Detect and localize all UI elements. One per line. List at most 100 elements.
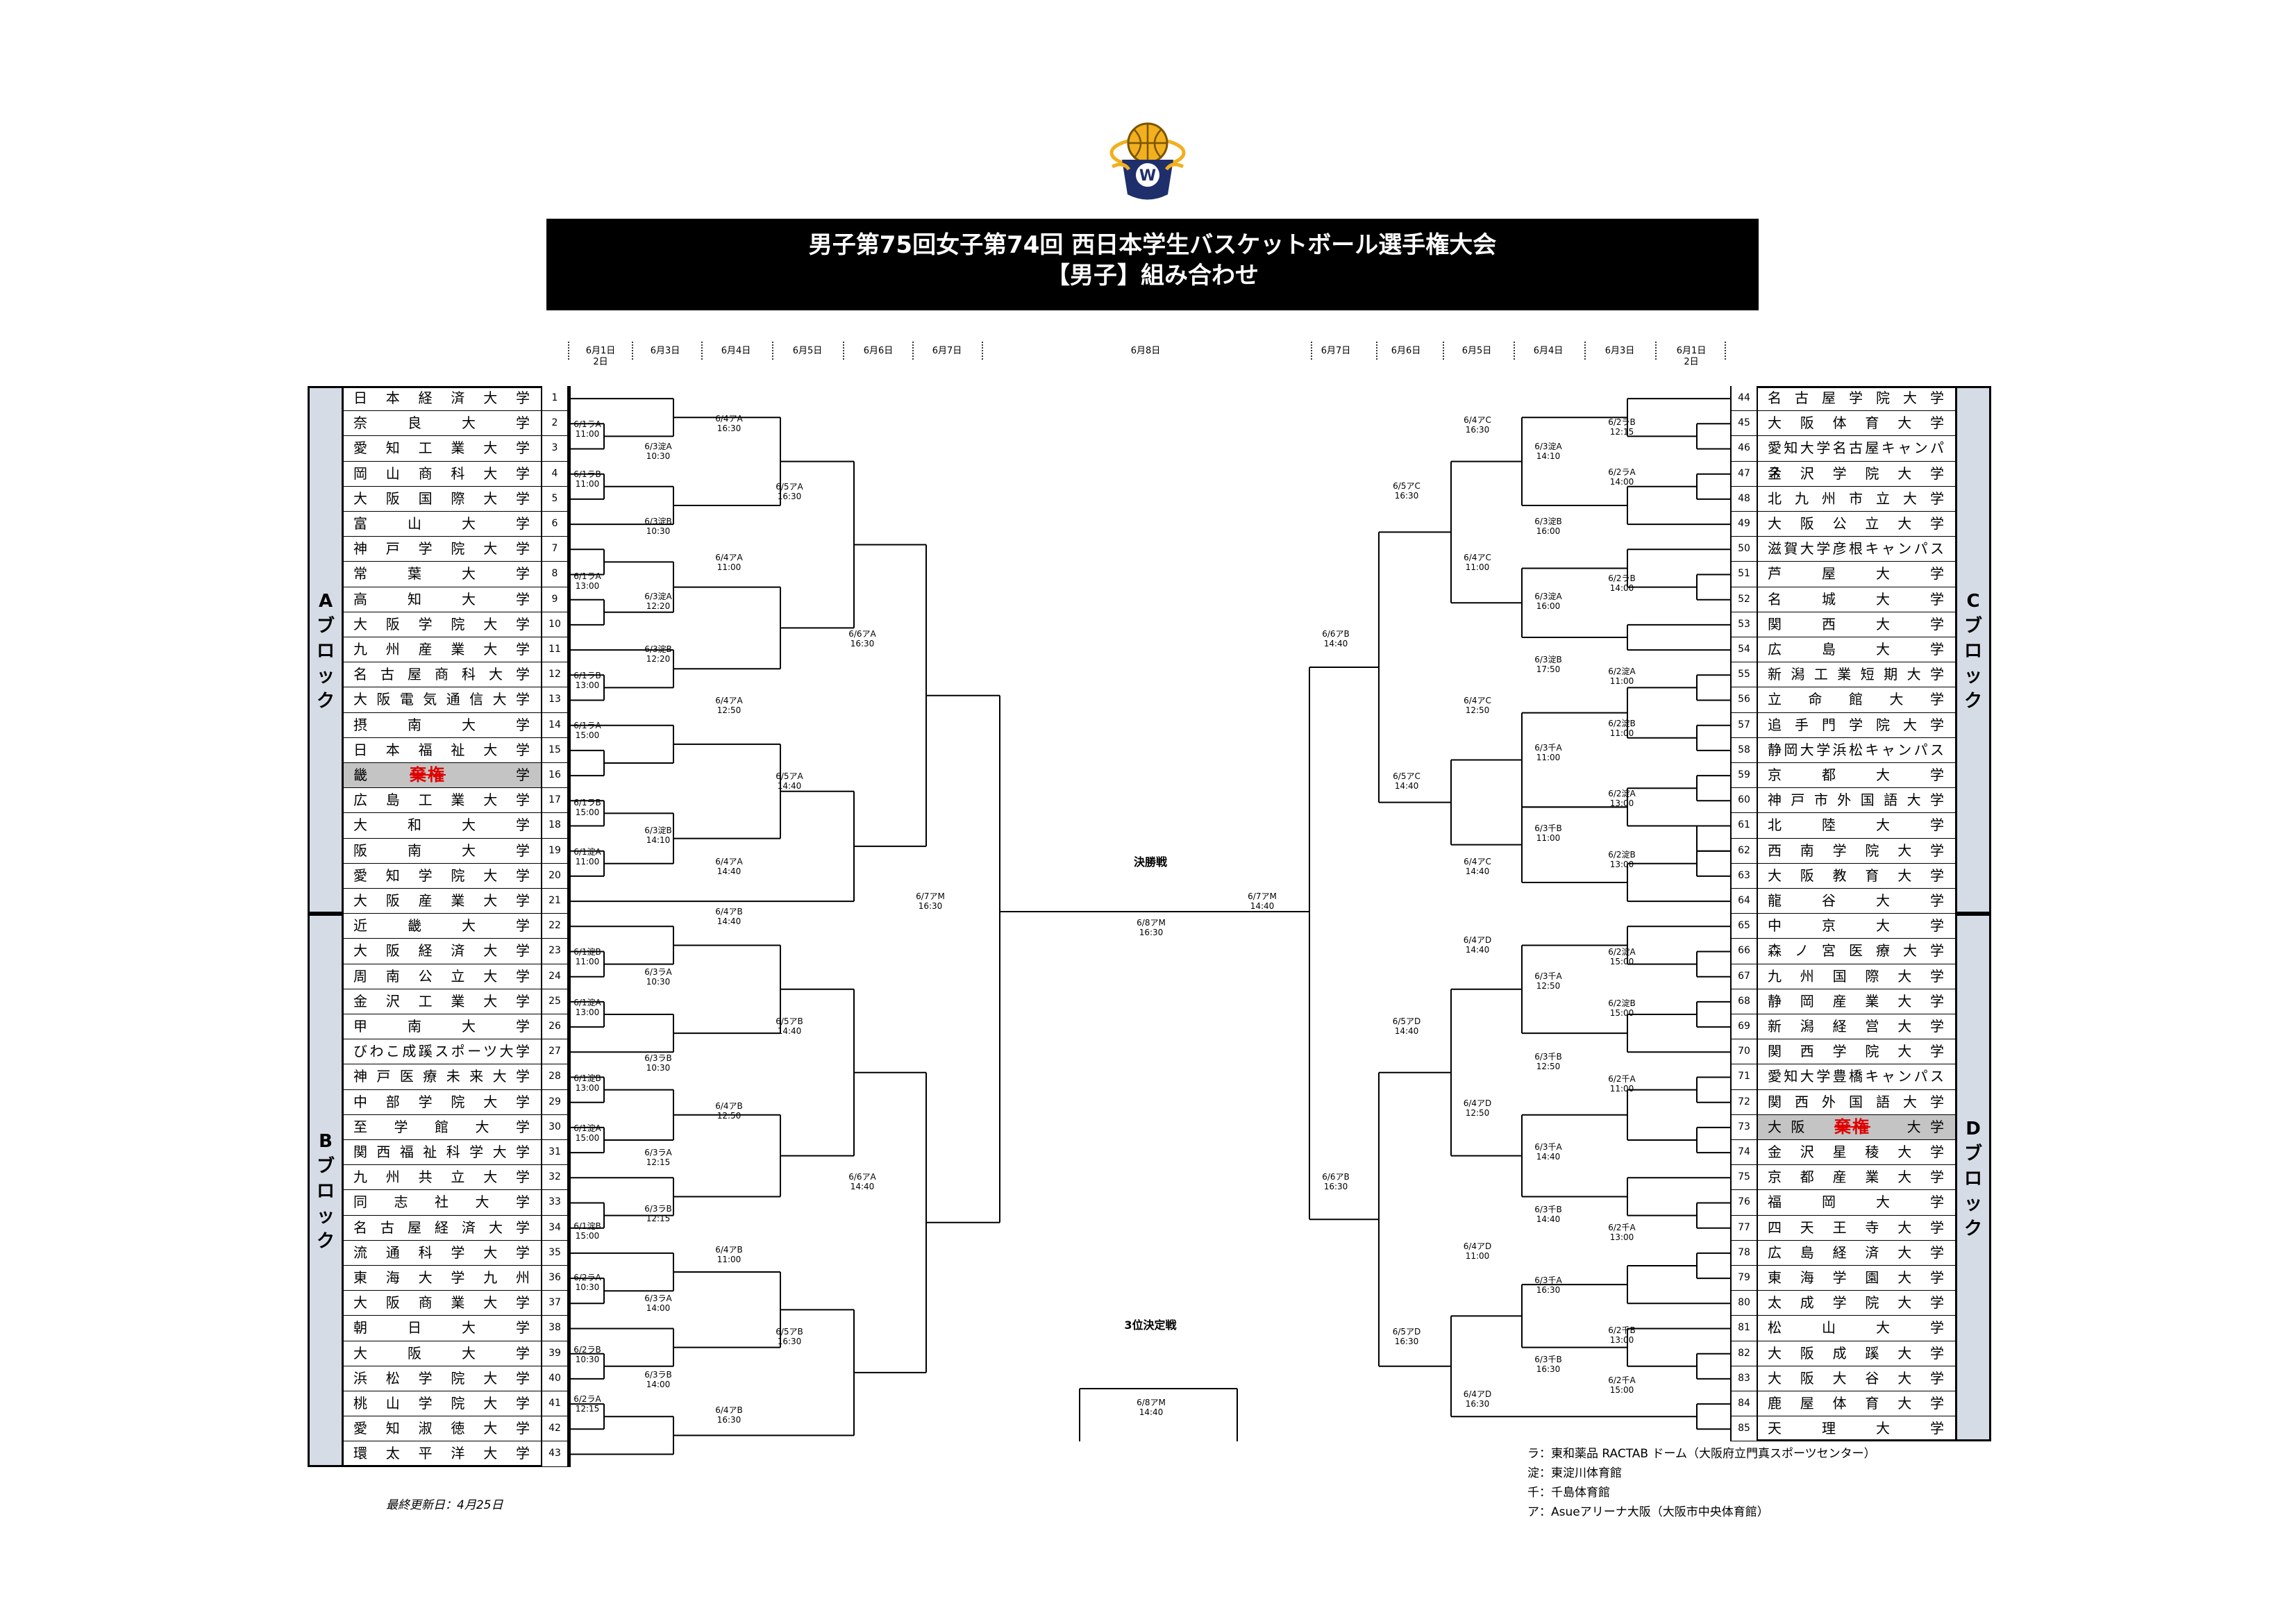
- withdrawal-mark: 棄権: [410, 765, 446, 785]
- team-row: 金沢工業大学: [344, 989, 541, 1014]
- match-label-left: 6/5アB 16:30: [776, 1327, 803, 1346]
- team-name: 金沢学院大学: [1768, 464, 1945, 482]
- date-divider: [568, 342, 569, 360]
- team-row: 富山大学: [344, 512, 541, 537]
- match-label-left: 6/4アA 12:50: [715, 696, 743, 715]
- team-name: 大阪教育大学: [1768, 867, 1945, 884]
- team-name: 大阪公立大学: [1768, 515, 1945, 532]
- team-row: 摂南大学: [344, 713, 541, 738]
- seed-number: 53: [1730, 612, 1758, 637]
- seed-number: 2: [541, 411, 569, 437]
- team-row: 金沢学院大学: [1758, 462, 1955, 487]
- team-name: 愛知工業大学: [353, 440, 531, 457]
- match-label-right: 6/3千A 12:50: [1534, 971, 1562, 991]
- match-label-left: 6/1ラA 15:00: [573, 721, 601, 740]
- block-d-char: ブ: [1963, 1144, 1982, 1165]
- match-label-left: 6/3淀B 14:10: [644, 826, 672, 845]
- team-row: 愛知工業大学: [344, 436, 541, 462]
- seed-number: 50: [1730, 537, 1758, 562]
- match-label-right: 6/3淀A 16:00: [1534, 592, 1562, 611]
- match-label-left: 6/1ラB 11:00: [573, 469, 601, 489]
- block-a-char: ブ: [316, 616, 335, 637]
- date-divider: [632, 342, 633, 360]
- team-name: 九州共立大学: [353, 1169, 531, 1186]
- seed-number: 15: [541, 737, 569, 763]
- team-name: 浜松学院大学: [353, 1369, 531, 1387]
- seed-number: 31: [541, 1140, 569, 1166]
- match-label-left: 6/3淀B 12:20: [644, 644, 672, 664]
- date-right-5: 6月1日 2日: [1676, 346, 1707, 367]
- seed-number: 9: [541, 587, 569, 612]
- seed-number: 27: [541, 1039, 569, 1065]
- match-label-left: 6/1淀B 11:00: [573, 947, 601, 966]
- team-row: 北陸大学: [1758, 813, 1955, 839]
- seed-number: 16: [541, 763, 569, 789]
- team-name: 富山大学: [353, 515, 531, 532]
- match-label-left: 6/5アA 14:40: [776, 771, 803, 791]
- seed-number: 42: [541, 1416, 569, 1442]
- seed-number: 54: [1730, 637, 1758, 663]
- team-row: 関西大学: [1758, 612, 1955, 637]
- date-left-1: 6月3日: [650, 346, 680, 356]
- block-c-char: ブ: [1963, 616, 1982, 637]
- team-row: 愛知大学豊橋キャンパス: [1758, 1064, 1955, 1090]
- team-name: 桃山学院大学: [353, 1395, 531, 1412]
- match-label-left: 6/6アA 16:30: [848, 629, 876, 648]
- block-d-char: ク: [1963, 1219, 1982, 1240]
- match-label-right: 6/2ラB 14:00: [1608, 574, 1636, 593]
- team-name: 追手門学院大学: [1768, 716, 1945, 733]
- team-row: 畿 学棄権: [344, 763, 541, 789]
- legend-venue-chishima: 千：千島体育館: [1527, 1486, 1610, 1500]
- legend-venue-ra: ラ：東和薬品 RACTAB ドーム（大阪府立門真スポーツセンター）: [1527, 1447, 1876, 1461]
- team-row: 大阪経済大学: [344, 939, 541, 964]
- team-name: 東海大学九州: [353, 1269, 531, 1286]
- team-name: 愛知大学名古屋キャンパス: [1768, 440, 1945, 481]
- match-label-left: 6/2ラB 10:30: [573, 1345, 601, 1364]
- match-label-right: 6/6アB 16:30: [1322, 1172, 1350, 1191]
- seed-number: 63: [1730, 863, 1758, 889]
- team-row: 浜松学院大学: [344, 1366, 541, 1391]
- block-b-char: ロ: [316, 1181, 335, 1203]
- team-name: 同志社大学: [353, 1194, 531, 1211]
- seed-number: 34: [541, 1215, 569, 1241]
- team-name: 大阪産業大学: [353, 892, 531, 909]
- team-row: 鹿屋体育大学: [1758, 1391, 1955, 1417]
- match-label-left: 6/4アB 11:00: [715, 1245, 743, 1264]
- team-row: 近畿大学: [344, 914, 541, 939]
- team-row: 西南学院大学: [1758, 839, 1955, 864]
- team-name: 立命館大学: [1768, 691, 1945, 708]
- team-name: 静岡産業大学: [1768, 992, 1945, 1010]
- team-row: 神戸医療未来大学: [344, 1064, 541, 1090]
- seed-number: 11: [541, 637, 569, 663]
- team-name: 大阪学院大学: [353, 615, 531, 633]
- seed-number: 4: [541, 461, 569, 487]
- team-row: 天理大学: [1758, 1416, 1955, 1442]
- team-name: 四天王寺大学: [1768, 1219, 1945, 1236]
- team-name: 朝日大学: [353, 1319, 531, 1337]
- team-name: 森ノ宮医療大学: [1768, 942, 1945, 960]
- date-right-1: 6月6日: [1391, 346, 1421, 356]
- seed-number: 58: [1730, 737, 1758, 763]
- match-label-right: 6/3千A 11:00: [1534, 743, 1562, 762]
- match-label-right: 6/6アB 14:40: [1322, 629, 1350, 648]
- seed-number: 62: [1730, 838, 1758, 864]
- seed-number: 67: [1730, 964, 1758, 989]
- team-name: 松山大学: [1768, 1319, 1945, 1337]
- seed-number: 35: [541, 1240, 569, 1266]
- seed-number: 39: [541, 1341, 569, 1366]
- seed-number: 68: [1730, 989, 1758, 1014]
- match-label-right: 6/2ラB 12:15: [1608, 417, 1636, 437]
- team-row: 静岡産業大学: [1758, 989, 1955, 1014]
- block-c-char: C: [1966, 591, 1980, 612]
- date-right-2: 6月5日: [1461, 346, 1492, 356]
- team-row: 岡山商科大学: [344, 462, 541, 487]
- team-row: 名古屋学院大学: [1758, 386, 1955, 412]
- match-label-left: 6/4アB 16:30: [715, 1405, 743, 1425]
- seed-number: 47: [1730, 461, 1758, 487]
- team-name: 甲南大学: [353, 1018, 531, 1035]
- team-name: 金沢星稜大学: [1768, 1144, 1945, 1160]
- match-label-left: 6/7アM 16:30: [916, 891, 945, 911]
- svg-text:W: W: [1139, 167, 1156, 185]
- team-name: 大阪経済大学: [353, 942, 531, 960]
